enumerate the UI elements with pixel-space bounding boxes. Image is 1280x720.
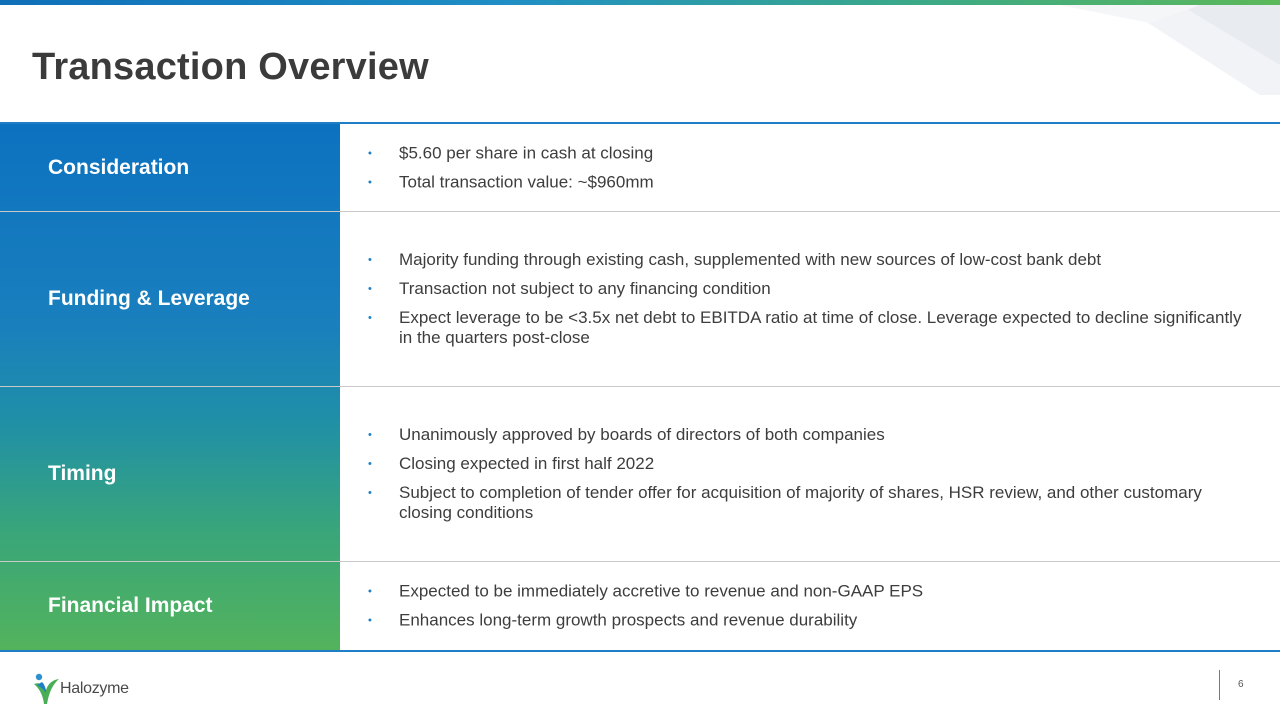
table-row-timing: Timing Unanimously approved by boards of… (0, 387, 1280, 562)
bullet-item: Majority funding through existing cash, … (368, 250, 1248, 270)
table-row-consideration: Consideration $5.60 per share in cash at… (0, 124, 1280, 212)
footer-divider (1219, 670, 1220, 700)
slide-title: Transaction Overview (32, 46, 429, 88)
bullet-item: $5.60 per share in cash at closing (368, 143, 1248, 163)
bullet-list: Expected to be immediately accretive to … (368, 582, 1248, 631)
bullet-item: Transaction not subject to any financing… (368, 279, 1248, 299)
row-label: Timing (48, 462, 117, 485)
logo-wordmark: Halozyme (60, 680, 129, 697)
bullet-item: Total transaction value: ~$960mm (368, 172, 1248, 192)
bullet-list: Majority funding through existing cash, … (368, 250, 1248, 348)
bullet-item: Expect leverage to be <3.5x net debt to … (368, 308, 1248, 348)
bullet-item: Unanimously approved by boards of direct… (368, 425, 1248, 445)
bullet-item: Expected to be immediately accretive to … (368, 582, 1248, 602)
halozyme-logo-mark-icon (34, 673, 59, 704)
row-label: Financial Impact (48, 594, 213, 617)
bullet-item: Closing expected in first half 2022 (368, 454, 1248, 474)
bullet-list: Unanimously approved by boards of direct… (368, 425, 1248, 523)
corner-decoration (1060, 5, 1280, 95)
transaction-table: Consideration $5.60 per share in cash at… (0, 122, 1280, 652)
row-label: Consideration (48, 155, 190, 179)
bullet-item: Enhances long-term growth prospects and … (368, 611, 1248, 631)
bullet-item: Subject to completion of tender offer fo… (368, 483, 1248, 523)
bullet-list: $5.60 per share in cash at closing Total… (368, 143, 1248, 192)
table-row-funding-leverage: Funding & Leverage Majority funding thro… (0, 212, 1280, 387)
page-number: 6 (1238, 679, 1244, 690)
row-label: Funding & Leverage (48, 287, 250, 310)
top-accent-bar (0, 0, 1280, 5)
table-row-financial-impact: Financial Impact Expected to be immediat… (0, 562, 1280, 650)
